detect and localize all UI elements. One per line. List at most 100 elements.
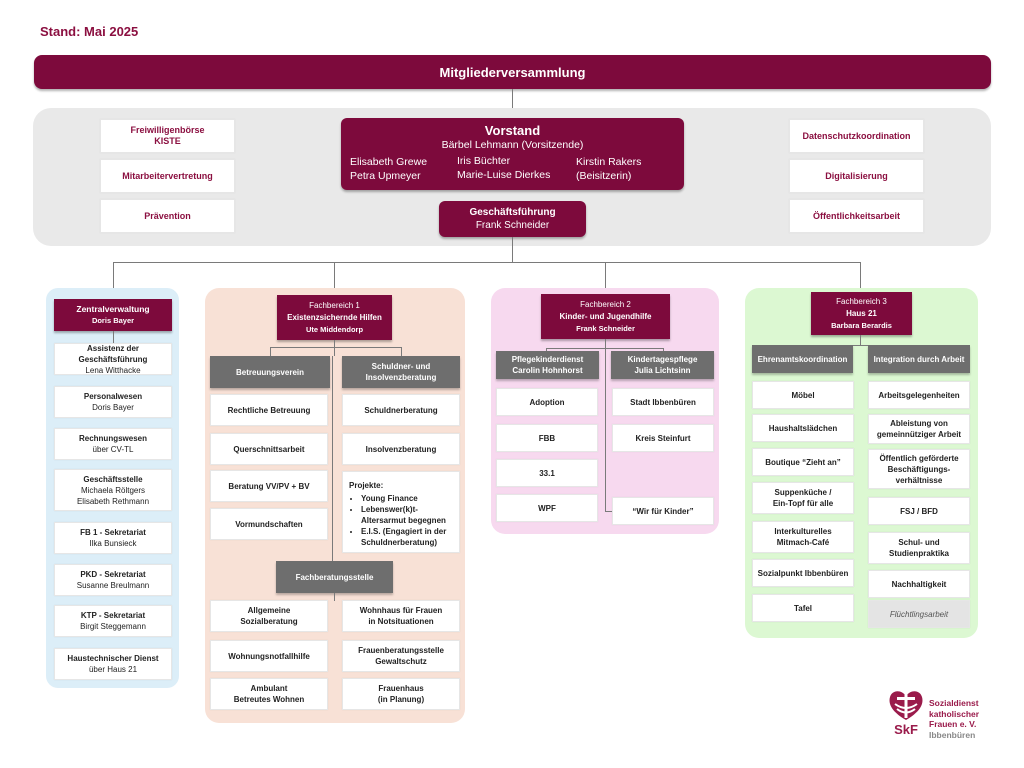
zv-item-title: Haustechnischer Dienst <box>67 654 159 663</box>
fbs-item-label: (in Planung) <box>377 695 425 704</box>
fb1-item-label: Rechtliche Betreuung <box>227 405 311 415</box>
vorstand-title: Vorstand <box>484 123 541 138</box>
mitgliederversammlung-bar: Mitgliederversammlung <box>34 55 991 89</box>
datenschutz-box: Datenschutzkoordination <box>789 119 924 153</box>
fb3-item: Boutique “Zieht an” <box>752 448 854 476</box>
connector-line <box>113 262 114 302</box>
connector-line <box>546 348 547 352</box>
mitarbeitervertretung-box: Mitarbeitervertretung <box>100 159 235 193</box>
vorstand-box: Vorstand Bärbel Lehmann (Vorsitzende) El… <box>341 118 684 190</box>
fb1-item-label: Beratung VV/PV + BV <box>228 481 310 491</box>
vorstand-member: Petra Upmeyer <box>350 170 421 182</box>
fb3-item-fluechtlingsarbeit: Flüchtlingsarbeit <box>868 600 970 628</box>
freiwilligenboerse-label: Freiwilligenbörse <box>130 125 205 135</box>
connector-line <box>605 511 612 512</box>
zv-item-name: über CV-TL <box>92 445 134 454</box>
fb3-item-label: Suppenküche / <box>774 488 832 497</box>
fb3-item: Schul- und Studienpraktika <box>868 532 970 564</box>
schuldnerberatung-header: Schuldner- und Insolvenzberatung <box>342 356 460 388</box>
fb2-item-label: 33.1 <box>539 468 555 478</box>
fb2-header: Fachbereich 2 Kinder- und Jugendhilfe Fr… <box>541 294 670 339</box>
gf-title: Geschäftsführung <box>469 207 556 218</box>
projekte-box: Projekte: Young Finance Lebenswer(k)t- A… <box>342 471 460 553</box>
fb2-item: FBB <box>496 424 598 452</box>
vorstand-member: Kirstin Rakers <box>576 156 642 168</box>
fachberatungsstelle-label: Fachberatungsstelle <box>295 572 374 582</box>
schuldner-label: Schuldner- und <box>371 362 431 371</box>
betreuungsverein-label: Betreuungsverein <box>235 367 305 377</box>
fb3-item-label: Mitmach-Café <box>776 538 830 547</box>
fb3-item-label: Tafel <box>793 603 813 613</box>
fb1-label: Fachbereich 1 <box>309 300 360 310</box>
projekte-title: Projekte: <box>349 481 384 490</box>
skf-name-line: Frauen e. V. <box>929 719 977 729</box>
connector-line <box>334 340 335 356</box>
skf-logo: SkF <box>886 686 926 740</box>
freiwilligenboerse-box: Freiwilligenbörse KISTE <box>100 119 235 153</box>
fbs-item: Allgemeine Sozialberatung <box>210 600 328 632</box>
fb3-item-label: verhältnisse <box>895 475 943 485</box>
mitarbeitervertretung-label: Mitarbeitervertretung <box>122 170 213 181</box>
zv-item: PKD - Sekretariat Susanne Breulmann <box>54 564 172 596</box>
fb3-header: Fachbereich 3 Haus 21 Barbara Berardis <box>811 292 912 335</box>
projekte-list: Young Finance Lebenswer(k)t- Altersarmut… <box>349 493 453 548</box>
pflegekinderdienst-name: Carolin Hohnhorst <box>512 366 583 375</box>
fb3-item-label: Ein-Topf für alle <box>772 499 834 508</box>
fb2-item: 33.1 <box>496 459 598 487</box>
zv-item-title: Assistenz der Geschäftsführung <box>78 343 148 364</box>
zv-item-name: Susanne Breulmann <box>76 581 150 590</box>
connector-line <box>605 262 606 296</box>
zv-item: Haustechnischer Dienst über Haus 21 <box>54 648 172 680</box>
fb3-item-label: Studienpraktika <box>888 549 949 558</box>
kindertagespflege-header: Kindertagespflege Julia Lichtsinn <box>611 351 714 379</box>
zv-name: Doris Bayer <box>91 316 135 325</box>
fb2-label: Fachbereich 2 <box>580 299 631 309</box>
connector-line <box>546 348 664 349</box>
zv-item: Geschäftsstelle Michaela Röltgers Elisab… <box>54 469 172 511</box>
zv-item-title: PKD - Sekretariat <box>80 570 146 579</box>
fbs-item-label: Wohnungsnotfallhilfe <box>228 651 310 661</box>
fb2-item: Adoption <box>496 388 598 416</box>
zv-item-name: Doris Bayer <box>92 403 134 412</box>
projekt-item: E.I.S. (Engagiert in der Schuldnerberatu… <box>361 526 453 548</box>
fb1-item-label: Schuldnerberatung <box>364 405 438 415</box>
fb3-item: Möbel <box>752 381 854 409</box>
zv-item-title: Geschäftsstelle <box>83 474 143 484</box>
connector-line <box>860 262 861 293</box>
skf-heart-cross-icon <box>889 690 923 720</box>
fb3-item: FSJ / BFD <box>868 497 970 525</box>
fb3-item-label: Ableistung von <box>890 419 948 428</box>
zv-title: Zentralverwaltung <box>76 304 150 314</box>
fb1-item: Rechtliche Betreuung <box>210 394 328 426</box>
fbs-item-label: Sozialberatung <box>240 617 298 626</box>
digitalisierung-label: Digitalisierung <box>825 170 888 181</box>
vorstand-member: (Beisitzerin) <box>576 170 632 182</box>
connector-line <box>663 348 664 352</box>
kiste-label: KISTE <box>154 136 181 146</box>
fb3-item-label: Interkulturelles <box>774 527 832 536</box>
fb1-item: Querschnittsarbeit <box>210 433 328 465</box>
kindertagespflege-name: Julia Lichtsinn <box>634 366 691 375</box>
fbs-item: Frauenhaus (in Planung) <box>342 678 460 710</box>
vorstand-member: Elisabeth Grewe <box>350 156 428 168</box>
fb1-item: Schuldnerberatung <box>342 394 460 426</box>
datenschutz-label: Datenschutzkoordination <box>802 130 911 141</box>
connector-line <box>605 339 606 349</box>
fb3-item-label: Öffentlich geförderte <box>879 453 959 463</box>
vorstand-col1: Elisabeth Grewe Petra Upmeyer <box>350 155 427 183</box>
gf-name: Frank Schneider <box>475 220 550 231</box>
pflegekinderdienst-label: Pflegekinderdienst <box>511 355 584 364</box>
connector-line <box>270 347 402 348</box>
connector-line <box>512 89 513 119</box>
skf-name: Sozialdienst katholischer Frauen e. V. I… <box>929 698 979 740</box>
zv-item-name: Lena Witthacke <box>85 365 141 375</box>
connector-line <box>113 262 861 263</box>
kindertagespflege-label: Kindertagespflege <box>627 355 698 364</box>
connector-line <box>334 262 335 296</box>
fb1-item-label: Insolvenzberatung <box>365 444 437 454</box>
connector-line <box>113 331 114 343</box>
fb3-item-label: Nachhaltigkeit <box>891 579 947 589</box>
fb1-header: Fachbereich 1 Existenzsichernde Hilfen U… <box>277 295 392 340</box>
fb3-item-label: Schul- und <box>898 538 940 547</box>
fb3-item-label: Flüchtlingsarbeit <box>889 609 949 619</box>
